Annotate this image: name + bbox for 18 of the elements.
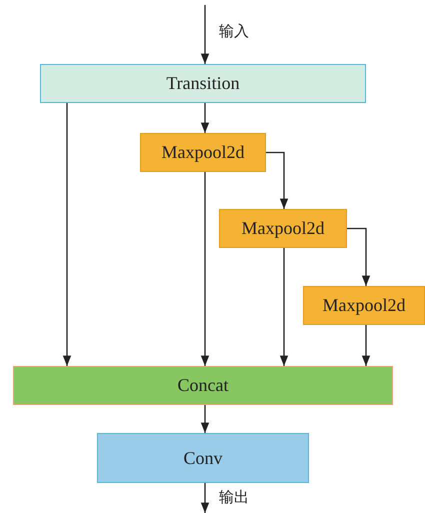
arrow bbox=[362, 325, 370, 366]
arrow bbox=[62, 103, 72, 366]
concat-box: Concat bbox=[13, 366, 393, 405]
edge-label: 输出 bbox=[219, 488, 249, 507]
edge-label: 输入 bbox=[219, 22, 249, 41]
maxpool-box: Maxpool2d bbox=[140, 133, 266, 172]
conv-box: Conv bbox=[97, 433, 309, 483]
arrow bbox=[200, 172, 210, 366]
arrow bbox=[347, 228, 370, 286]
maxpool-box: Maxpool2d bbox=[219, 209, 347, 248]
transition-box: Transition bbox=[40, 64, 366, 103]
arrow bbox=[200, 103, 210, 133]
arrow bbox=[280, 248, 288, 366]
arrow bbox=[200, 405, 210, 433]
maxpool-box: Maxpool2d bbox=[303, 286, 425, 325]
arrow bbox=[200, 483, 210, 513]
arrow bbox=[266, 152, 288, 209]
arrow bbox=[200, 5, 210, 64]
